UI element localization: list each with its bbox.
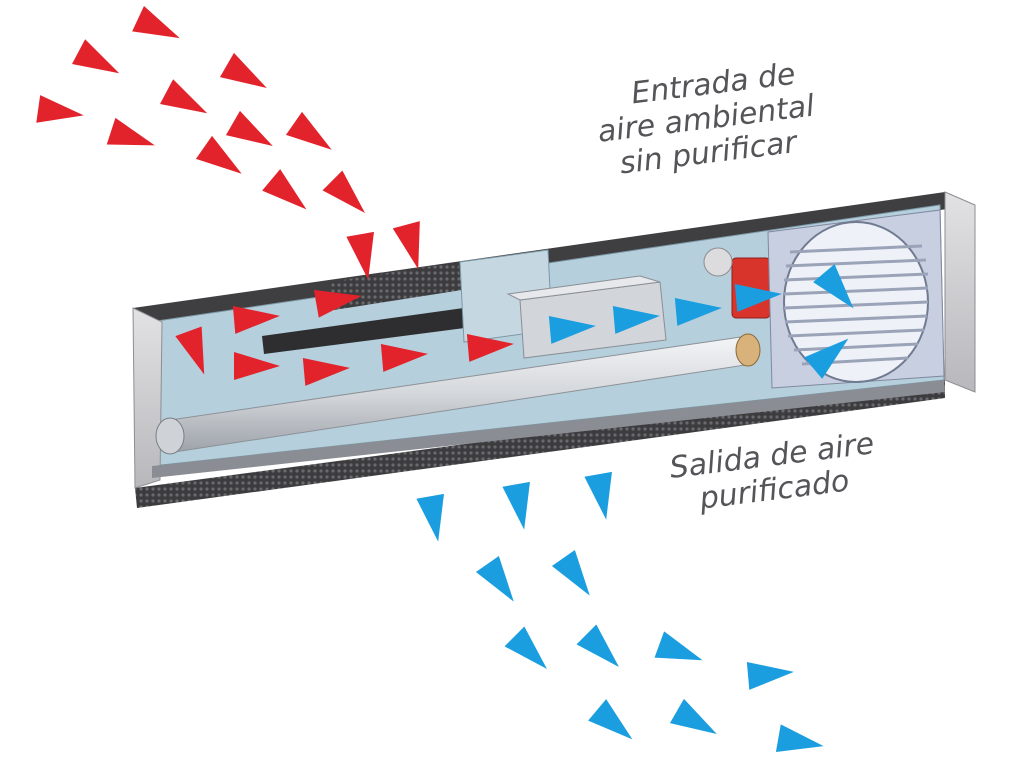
intake-filter-mesh bbox=[330, 262, 462, 310]
housing-left-plate bbox=[132, 307, 163, 489]
red-triangle-arrow-icon bbox=[285, 111, 332, 150]
purifier-housing bbox=[132, 191, 976, 508]
uv-lamp-end-right bbox=[735, 333, 761, 367]
filter-slot bbox=[262, 306, 480, 354]
red-triangle-arrow-icon bbox=[262, 169, 307, 210]
motor-cap bbox=[703, 247, 733, 277]
uv-lamp-end-left bbox=[155, 417, 185, 455]
red-triangle-arrow-icon bbox=[302, 357, 350, 386]
red-triangle-arrow-icon bbox=[392, 221, 420, 270]
blue-triangle-arrow-icon bbox=[734, 283, 782, 312]
blue-triangle-arrow-icon bbox=[746, 661, 794, 690]
red-triangle-arrow-icon bbox=[346, 231, 374, 280]
blue-triangle-arrow-icon bbox=[674, 297, 722, 326]
red-triangle-arrow-icon bbox=[232, 305, 280, 334]
red-triangle-arrow-icon bbox=[219, 52, 267, 88]
red-triangle-arrow-icon bbox=[380, 343, 428, 372]
red-triangle-arrow-icon bbox=[466, 333, 514, 362]
blue-triangle-arrow-icon bbox=[504, 626, 547, 669]
red-triangle-arrow-icon bbox=[106, 117, 155, 146]
blue-triangle-arrow-icon bbox=[612, 305, 660, 334]
unpurified-air-arrows bbox=[36, 6, 514, 386]
blue-triangle-arrow-icon bbox=[576, 624, 619, 667]
housing-bottom-lip bbox=[152, 380, 945, 478]
ballast-box-top bbox=[506, 275, 661, 301]
blue-triangle-arrow-icon bbox=[654, 631, 703, 661]
housing-right-plate bbox=[944, 191, 976, 393]
blue-triangle-arrow-icon bbox=[775, 724, 824, 752]
blue-triangle-arrow-icon bbox=[584, 471, 612, 520]
blue-triangle-arrow-icon bbox=[551, 549, 590, 596]
red-triangle-arrow-icon bbox=[36, 95, 84, 123]
blue-triangle-arrow-icon bbox=[475, 555, 514, 602]
red-triangle-arrow-icon bbox=[175, 326, 205, 375]
red-triangle-arrow-icon bbox=[225, 110, 273, 146]
blue-triangle-arrow-icon bbox=[588, 699, 633, 740]
blue-triangle-arrow-icon bbox=[669, 698, 717, 734]
blue-triangle-arrow-icon bbox=[416, 493, 444, 542]
red-triangle-arrow-icon bbox=[322, 170, 365, 213]
blue-triangle-arrow-icon bbox=[813, 264, 854, 309]
blue-triangle-arrow-icon bbox=[502, 481, 530, 530]
purified-air-arrows bbox=[416, 264, 854, 752]
blue-triangle-arrow-icon bbox=[804, 338, 849, 379]
red-triangle-arrow-icon bbox=[160, 79, 208, 114]
blue-triangle-arrow-icon bbox=[548, 315, 596, 344]
red-triangle-arrow-icon bbox=[72, 39, 120, 74]
red-triangle-arrow-icon bbox=[195, 135, 242, 174]
red-triangle-arrow-icon bbox=[313, 290, 362, 318]
red-triangle-arrow-icon bbox=[132, 6, 180, 39]
red-triangle-arrow-icon bbox=[234, 352, 280, 380]
